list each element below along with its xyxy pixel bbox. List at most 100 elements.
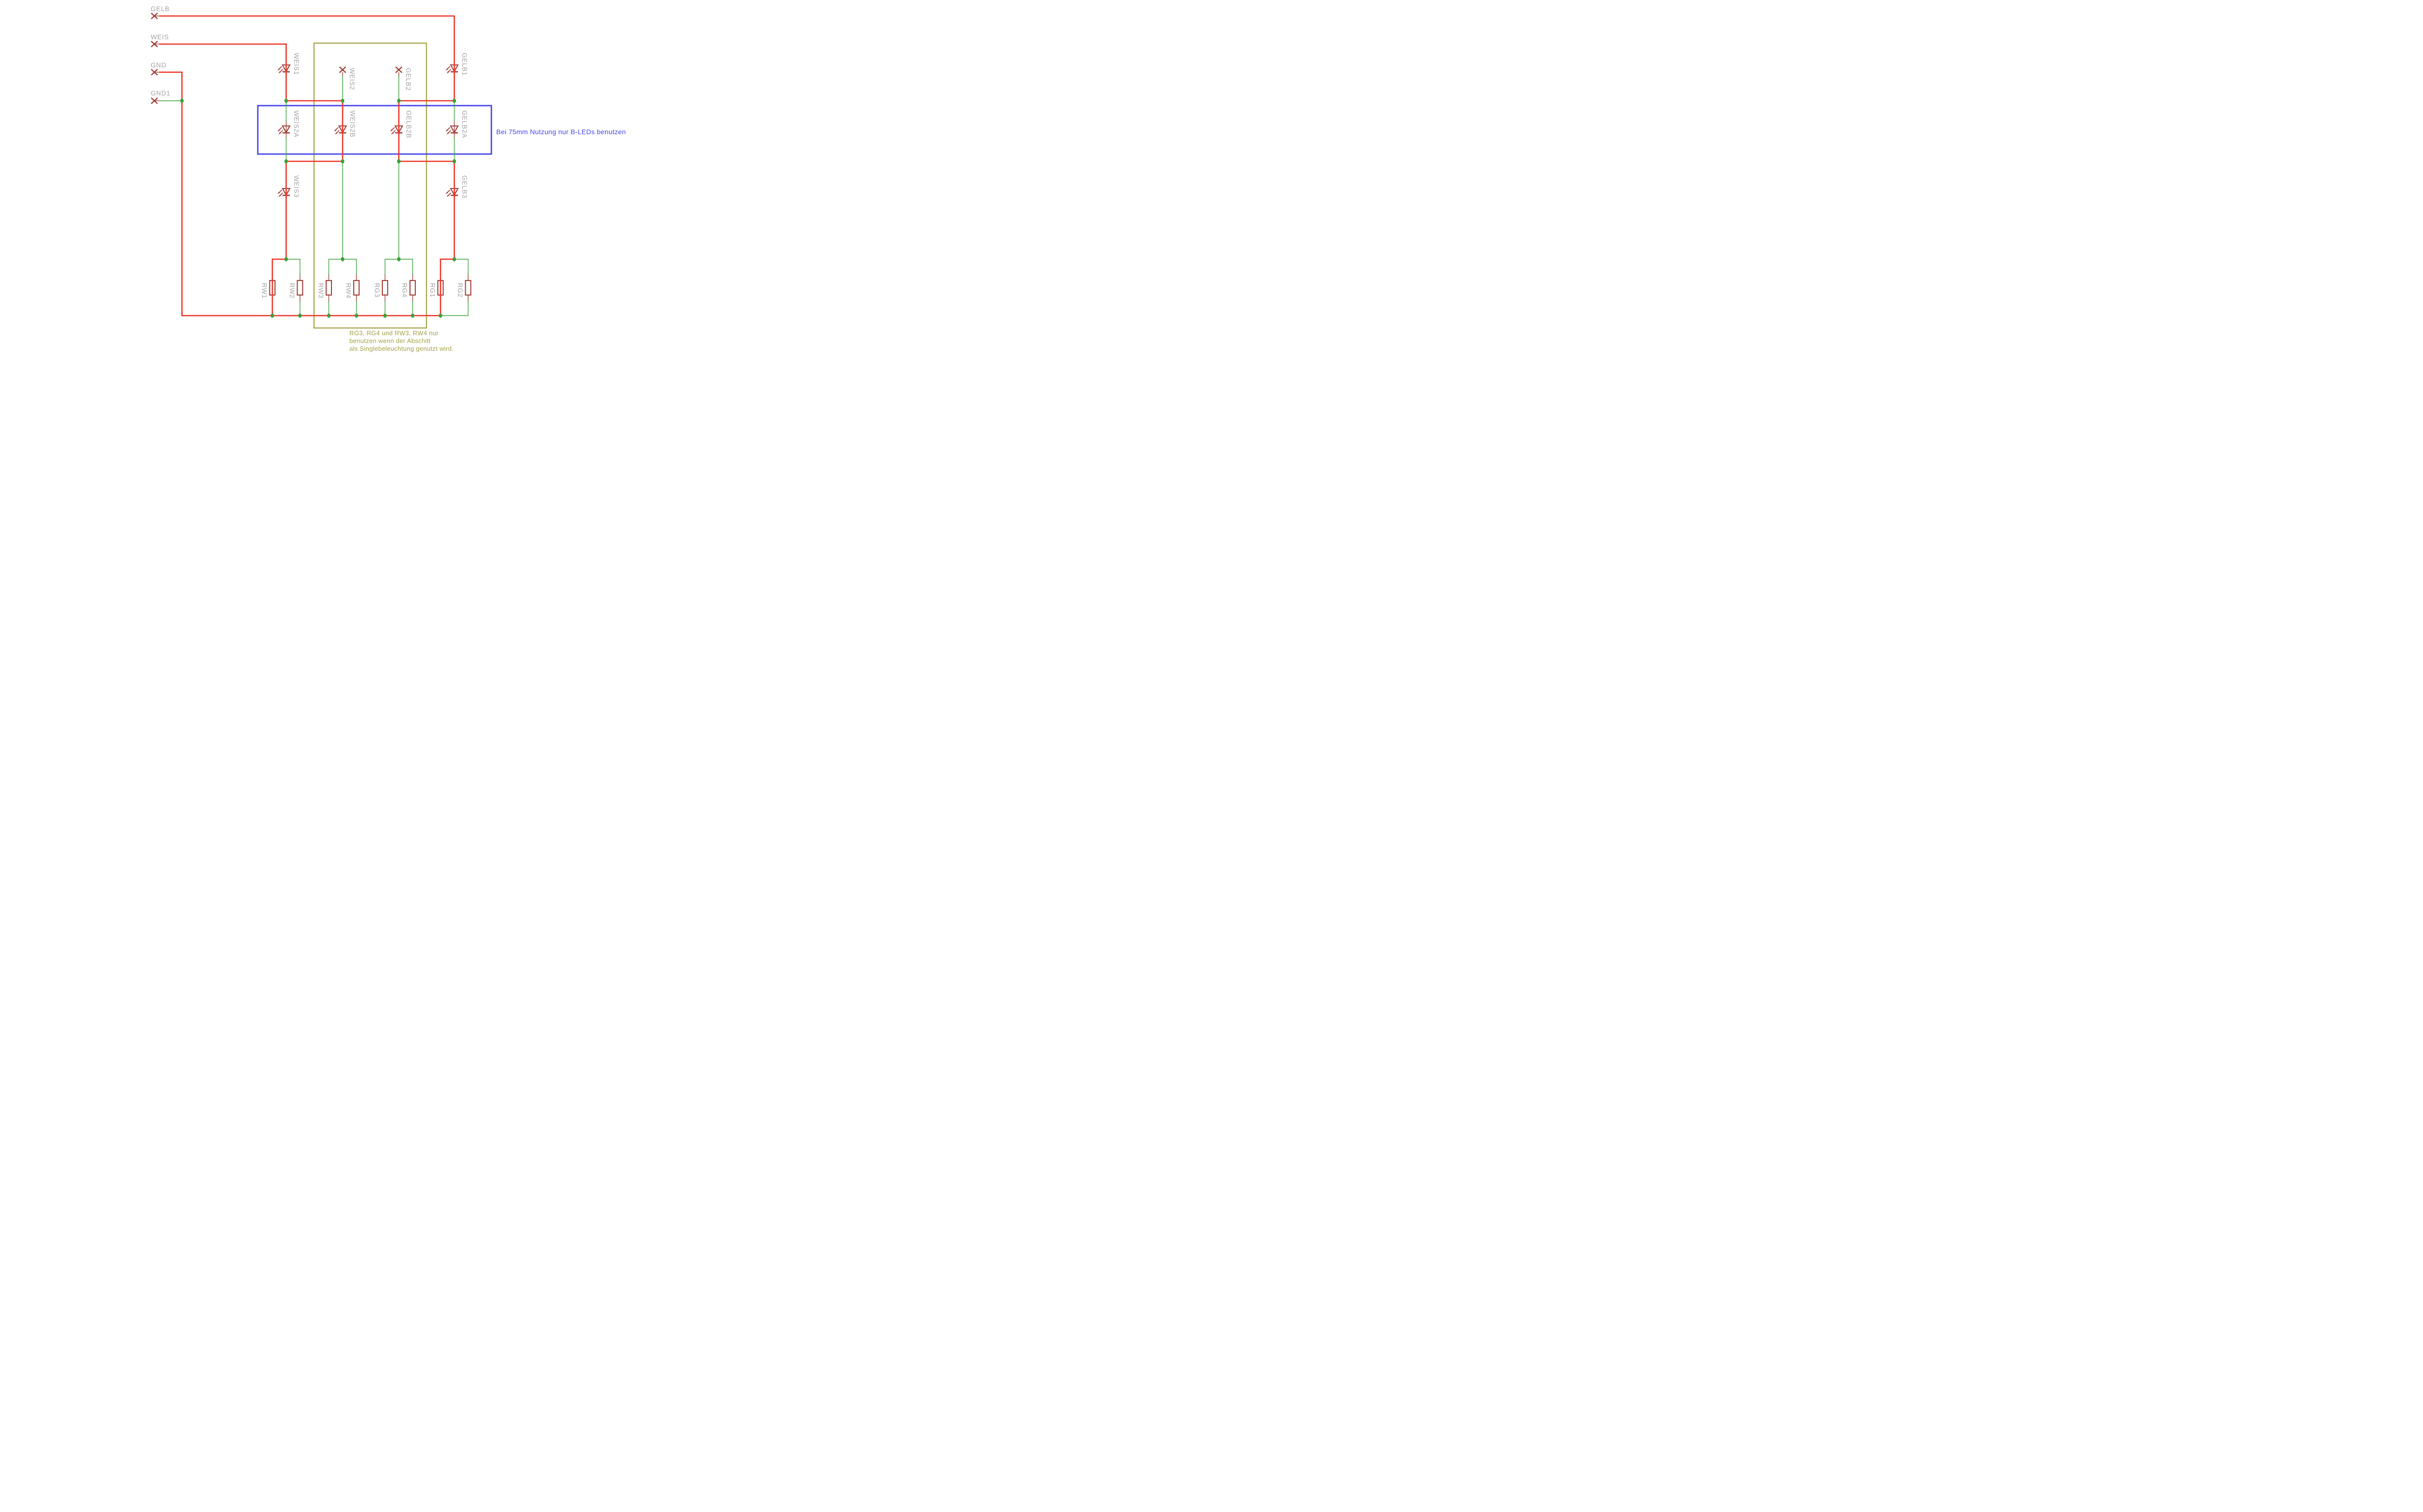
junction-dot[interactable] xyxy=(410,313,415,318)
pin-gnd1[interactable]: GND1 xyxy=(151,90,171,104)
led-weis2a[interactable]: WEIS2A xyxy=(277,110,300,139)
resistor-rw2[interactable]: RW2 xyxy=(288,274,303,302)
led-gelb2b[interactable]: GELB2B xyxy=(390,110,412,139)
resistor-body-icon xyxy=(381,280,389,296)
component-label: WEIS1 xyxy=(293,53,300,75)
net-wire-green[interactable] xyxy=(285,259,300,275)
component-label: WEIS3 xyxy=(293,175,300,198)
led-triangle-icon xyxy=(282,125,291,134)
component-label: RW4 xyxy=(345,283,352,298)
junction-dot[interactable] xyxy=(341,98,345,103)
junction-dot[interactable] xyxy=(341,257,345,262)
led-emission-arrowhead-icon xyxy=(334,129,337,132)
component-label: RG1 xyxy=(429,283,436,297)
junction-dot[interactable] xyxy=(341,159,345,164)
junction-dot[interactable] xyxy=(298,313,302,318)
led-emission-arrowhead-icon xyxy=(277,68,280,71)
led-gelb3[interactable]: GELB3 xyxy=(445,175,468,201)
junction-dot[interactable] xyxy=(439,313,442,318)
pin-gelb[interactable]: GELB xyxy=(151,5,170,19)
component-label: GELB1 xyxy=(461,53,468,76)
net-wire-red[interactable] xyxy=(159,43,287,102)
pin-x-mark-icon xyxy=(151,13,158,19)
net-wire-red[interactable] xyxy=(271,258,287,316)
resistor-rw4[interactable]: RW4 xyxy=(345,274,360,302)
resistor-rg4[interactable]: RG4 xyxy=(401,274,416,302)
junction-dot[interactable] xyxy=(397,257,401,262)
component-label: GELB2B xyxy=(405,110,412,138)
component-label: RW3 xyxy=(317,283,325,298)
led-gelb1[interactable]: GELB1 xyxy=(445,53,468,78)
pin-x-mark-icon xyxy=(151,41,158,47)
led-emission-arrowhead-icon xyxy=(390,129,393,132)
junction-dot[interactable] xyxy=(397,159,401,164)
net-wire-green[interactable] xyxy=(328,259,343,275)
led-triangle-icon xyxy=(450,125,459,134)
led-emission-arrowhead-icon xyxy=(278,71,281,74)
net-wire-green[interactable] xyxy=(454,259,469,275)
pin-gnd[interactable]: GND xyxy=(151,62,166,76)
resistor-rg3[interactable]: RG3 xyxy=(374,274,389,302)
junction-dot[interactable] xyxy=(284,98,288,103)
pin-x-mark-icon xyxy=(339,66,346,73)
component-label: WEIS2B xyxy=(349,110,356,138)
led-weis1[interactable]: WEIS1 xyxy=(277,53,300,78)
junction-dot[interactable] xyxy=(452,257,456,262)
net-wire-green[interactable] xyxy=(384,259,399,275)
resistor-rw3[interactable]: RW3 xyxy=(317,274,332,302)
olive-note-line: benutzen wenn der Abschitt xyxy=(349,337,431,344)
net-wire-red[interactable] xyxy=(440,258,455,316)
junction-dot[interactable] xyxy=(354,313,359,318)
led-weis3[interactable]: WEIS3 xyxy=(277,175,300,201)
led-weis2b[interactable]: WEIS2B xyxy=(334,110,356,139)
component-label: RG2 xyxy=(456,283,464,297)
olive-note-line: als Singlebeleuchtung genutzt wird. xyxy=(349,345,454,352)
blue-highlight-box[interactable] xyxy=(257,105,492,155)
component-label: RG3 xyxy=(374,283,381,297)
pin-weis2[interactable]: WEIS2 xyxy=(339,66,356,90)
led-emission-arrowhead-icon xyxy=(278,194,281,197)
net-wire-green[interactable] xyxy=(398,259,413,275)
pin-x-mark-icon xyxy=(395,66,403,73)
resistor-body-icon xyxy=(409,280,416,296)
pin-gelb2[interactable]: GELB2 xyxy=(395,66,412,91)
pin-x-mark-icon xyxy=(151,97,158,104)
net-wire-red[interactable] xyxy=(159,15,455,102)
resistor-rg2[interactable]: RG2 xyxy=(456,274,472,302)
junction-dot[interactable] xyxy=(284,257,288,262)
junction-dot[interactable] xyxy=(284,159,288,164)
junction-dot[interactable] xyxy=(327,313,331,318)
junction-dot[interactable] xyxy=(180,98,184,103)
led-gelb2a[interactable]: GELB2A xyxy=(445,110,468,139)
led-emission-arrowhead-icon xyxy=(445,191,448,194)
blue-note-line: Bei 75mm Nutzung nur B-LEDs benutzen xyxy=(496,128,626,136)
resistor-body-icon xyxy=(297,280,303,296)
net-wire-green[interactable] xyxy=(440,301,469,316)
net-wire-green[interactable] xyxy=(342,259,357,275)
junction-dot[interactable] xyxy=(397,98,401,103)
component-label: RW1 xyxy=(261,283,268,298)
led-emission-arrowhead-icon xyxy=(391,132,394,135)
led-emission-arrowhead-icon xyxy=(278,132,281,135)
pin-label: GND xyxy=(151,62,166,69)
led-emission-arrowhead-icon xyxy=(277,129,280,132)
component-label: RG4 xyxy=(401,283,409,297)
olive-group-box[interactable] xyxy=(313,42,427,329)
pin-label: GELB xyxy=(151,5,170,13)
component-label: GELB3 xyxy=(461,175,468,199)
component-label: GELB2A xyxy=(461,110,468,138)
junction-dot[interactable] xyxy=(452,98,456,103)
pin-label: WEIS2 xyxy=(348,68,356,90)
pin-weis[interactable]: WEIS xyxy=(151,33,169,47)
junction-dot[interactable] xyxy=(383,313,387,318)
junction-dot[interactable] xyxy=(270,313,274,318)
resistor-body-icon xyxy=(465,280,472,296)
led-emission-arrowhead-icon xyxy=(445,129,448,132)
schematic: Bei 75mm Nutzung nur B-LEDs benutzenRG3,… xyxy=(151,5,626,352)
net-wire-red[interactable] xyxy=(159,71,441,316)
olive-note-line: RG3, RG4 und RW3, RW4 nur xyxy=(349,329,439,337)
junction-dot[interactable] xyxy=(452,159,456,164)
led-emission-arrowhead-icon xyxy=(446,132,449,135)
